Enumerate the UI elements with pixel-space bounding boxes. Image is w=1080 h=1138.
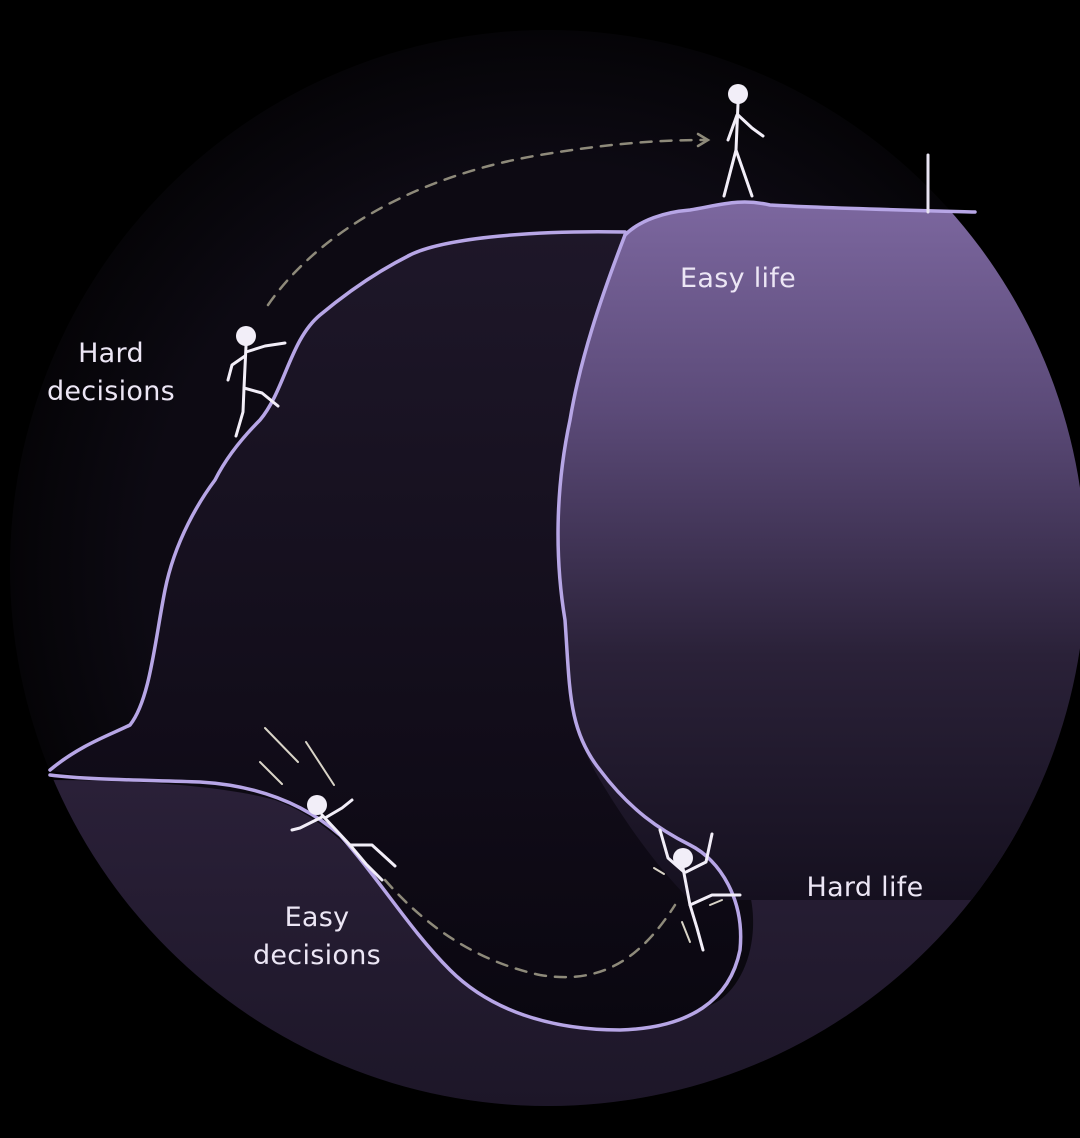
plateau-top-outline: [623, 200, 977, 237]
stick-figure-sliding-icon: [290, 795, 397, 882]
easy-life-plateau: [558, 202, 1080, 900]
struggle-motion-lines: [653, 867, 723, 943]
stick-figure-pushing-up-icon: [658, 828, 742, 952]
stick-figure-walking-icon: [722, 84, 765, 198]
easy-decisions-label-line2: decisions: [253, 940, 381, 971]
climb-arrow-icon: [696, 132, 711, 148]
rock-outline: [48, 230, 627, 772]
climb-dashed-path: [266, 138, 707, 307]
hard-decisions-label-line2: decisions: [47, 376, 175, 407]
easy-decisions-label-line1: Easy: [285, 902, 350, 933]
easy-life-label: Easy life: [680, 263, 796, 294]
fall-dashed-path: [383, 878, 677, 979]
hard-decisions-label-line1: Hard: [78, 338, 144, 369]
sliding-motion-lines: [259, 727, 335, 786]
stick-figure-climbing-icon: [226, 326, 287, 438]
rock-mass: [50, 230, 741, 1030]
plateau-cliff-outline: [48, 233, 743, 1032]
hard-life-label: Hard life: [806, 872, 923, 903]
